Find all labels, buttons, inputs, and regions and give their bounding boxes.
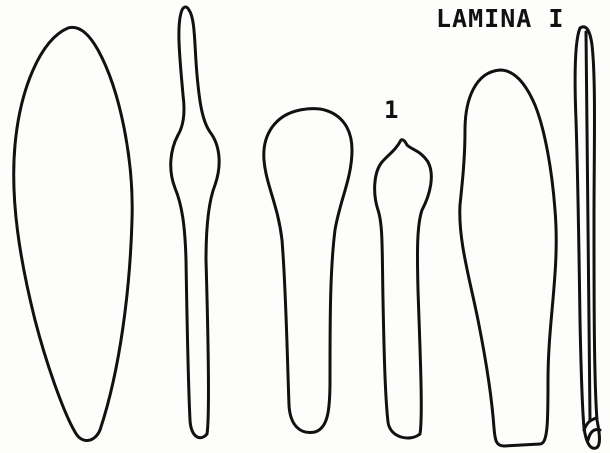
- outline-spatulate: [264, 109, 352, 433]
- outline-broad-fusiform: [14, 27, 132, 440]
- outline-figure-1-pointed: [375, 140, 432, 438]
- outline-narrow-rod-inner: [586, 32, 590, 420]
- outline-slender-knobbed: [171, 7, 219, 438]
- outline-obovate-truncate: [460, 70, 556, 446]
